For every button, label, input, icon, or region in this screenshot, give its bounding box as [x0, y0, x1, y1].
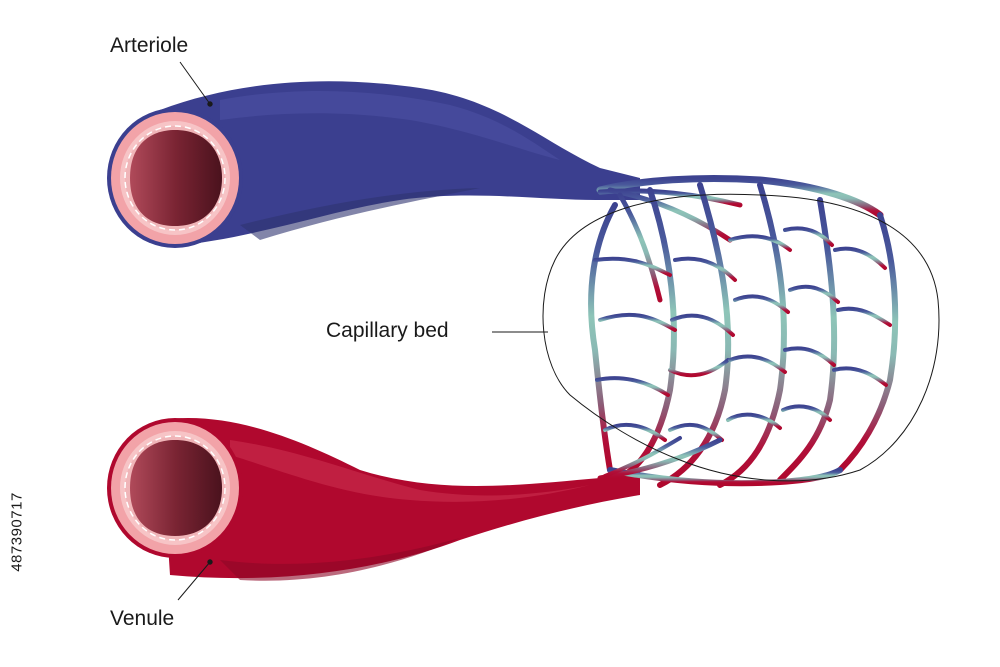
stock-id-text: 487390717: [8, 492, 26, 572]
venule-leader: [177, 561, 211, 601]
arteriole-cross-section: [107, 108, 243, 248]
venule-label: Venule: [110, 607, 175, 630]
leader-lines: [177, 61, 548, 601]
arteriole-vessel: [160, 81, 640, 246]
arteriole-label: Arteriole: [110, 34, 189, 57]
capillary-bed-outline: [542, 193, 940, 482]
capillary-bed-label: Capillary bed: [326, 319, 449, 342]
capillary-network: [588, 174, 899, 488]
arteriole-leader: [179, 61, 211, 105]
stock-id-label: 487390717: [6, 432, 28, 632]
venule-vessel: [160, 418, 640, 581]
venule-cross-section: [107, 418, 243, 558]
